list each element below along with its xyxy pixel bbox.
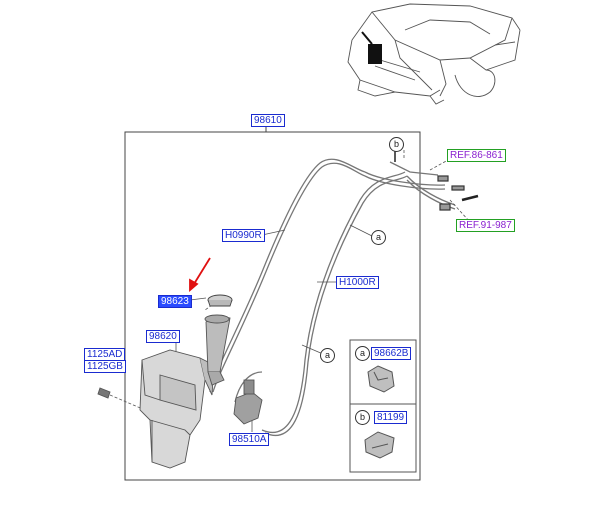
label-98620[interactable]: 98620 xyxy=(146,330,180,343)
callout-a-inset: a xyxy=(355,346,370,361)
label-98510a[interactable]: 98510A xyxy=(229,433,270,446)
callout-b-top: b xyxy=(389,137,404,152)
label-h0990r[interactable]: H0990R xyxy=(222,229,265,242)
washer-reservoir-illustration xyxy=(97,314,263,469)
clip-inset-box xyxy=(349,339,417,473)
label-98662b[interactable]: 98662B xyxy=(371,347,412,360)
callout-b-inset: b xyxy=(355,410,370,425)
label-98623[interactable]: 98623 xyxy=(158,295,192,308)
callout-a-lower: a xyxy=(320,348,335,363)
label-98610[interactable]: 98610 xyxy=(251,114,285,127)
ref-91-987[interactable]: REF.91-987 xyxy=(456,219,515,232)
hose-connectors xyxy=(394,150,479,211)
vehicle-locator-illustration xyxy=(347,3,521,105)
label-81199[interactable]: 81199 xyxy=(374,411,408,424)
assembly-frame xyxy=(124,131,421,481)
highlight-arrow xyxy=(189,257,211,292)
ref-86-861[interactable]: REF.86-861 xyxy=(447,149,506,162)
label-h1000r[interactable]: H1000R xyxy=(336,276,379,289)
washer-hose-lines xyxy=(209,158,456,437)
label-1125gb[interactable]: 1125GB xyxy=(84,360,126,373)
callout-a-upper: a xyxy=(371,230,386,245)
reservoir-cap-illustration xyxy=(207,294,233,307)
